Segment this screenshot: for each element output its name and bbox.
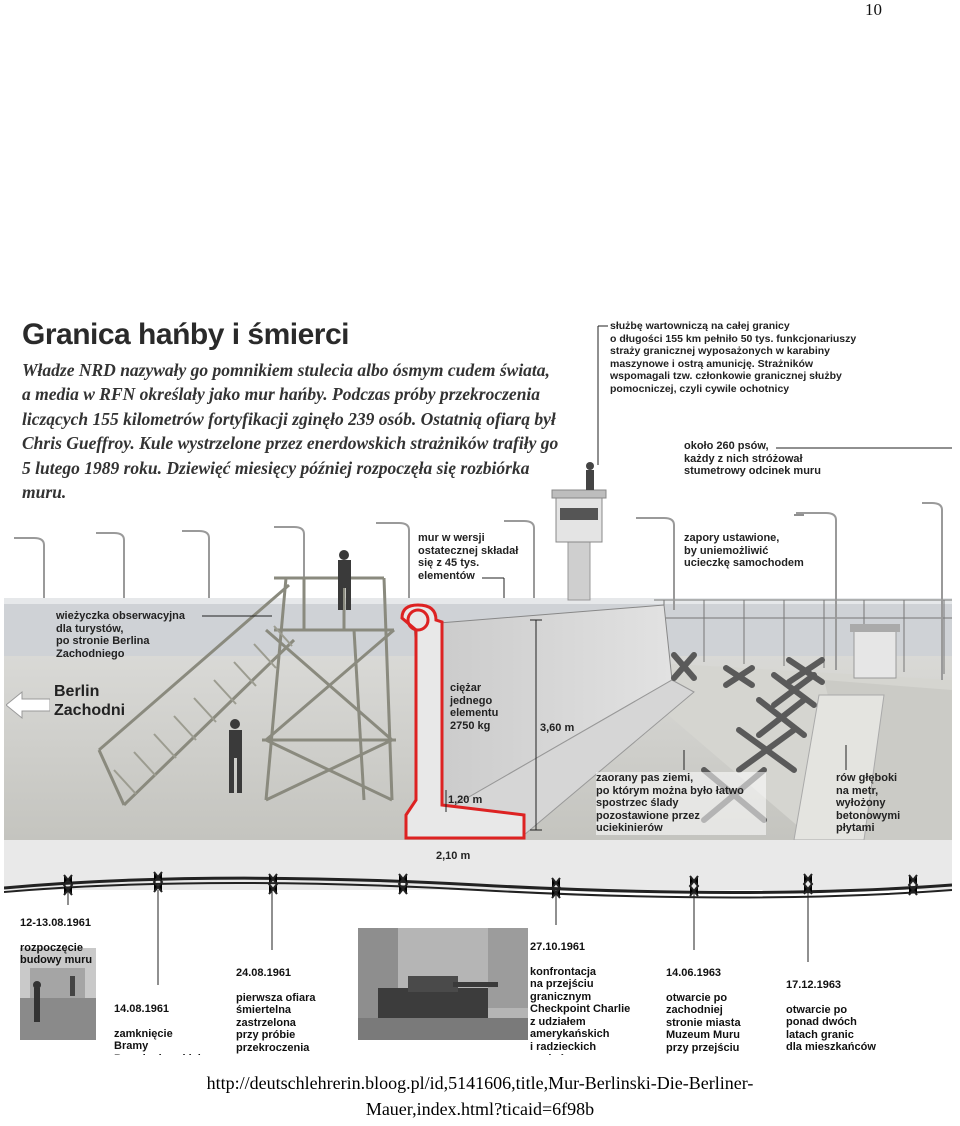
timeline-date: 12-13.08.1961 — [20, 916, 91, 929]
annotation-base-width: 2,10 m — [436, 850, 471, 862]
annotation-tower: wieżyczka obserwacyjna dla turystów, po … — [56, 610, 186, 660]
annotation-strip: zaorany pas ziemi, po którym można było … — [596, 772, 766, 835]
timeline-date: 14.06.1963 — [666, 966, 722, 979]
source-url[interactable]: http://deutschlehrerin.bloog.pl/id,51416… — [0, 1070, 960, 1122]
timeline-item: 27.10.1961 konfrontacja na przejściu gra… — [530, 928, 650, 1056]
photo-checkpoint-tanks — [358, 928, 528, 1040]
page-number: 10 — [865, 0, 882, 19]
annotation-height: 3,60 m — [540, 722, 575, 734]
timeline-item: 12-13.08.1961 rozpoczęcie budowy muru — [20, 904, 120, 967]
annotation-dogs: około 260 psów, każdy z nich stróżował s… — [684, 440, 821, 477]
timeline-item: 24.08.1961 pierwsza ofiara śmiertelna za… — [236, 954, 346, 1056]
timeline-date: 27.10.1961 — [530, 940, 586, 953]
annotation-wall-elements: mur w wersji ostatecznej składał się z 4… — [418, 532, 519, 582]
timeline-text: pierwsza ofiara śmiertelna zastrzelona p… — [236, 991, 316, 1056]
source-url-line2[interactable]: Mauer,index.html?ticaid=6f98b — [365, 1099, 595, 1119]
timeline-item: 14.06.1963 otwarcie po zachodniej stroni… — [666, 954, 786, 1056]
arrow-left-icon — [6, 690, 50, 720]
photo-wall-construction — [20, 948, 96, 1040]
source-url-line1[interactable]: http://deutschlehrerin.bloog.pl/id,51416… — [206, 1073, 754, 1093]
timeline-date: 14.08.1961 — [114, 1002, 170, 1015]
timeline-text: zamknięcie Bramy Brandenburskiej — [114, 1027, 201, 1056]
timeline-text: otwarcie po ponad dwóch latach granic dl… — [786, 1003, 876, 1056]
timeline-item: 14.08.1961 zamknięcie Bramy Brandenbursk… — [114, 990, 224, 1056]
annotation-guards: służbę wartowniczą na całej granicy o dł… — [610, 320, 857, 395]
timeline-text: rozpoczęcie budowy muru — [20, 941, 93, 967]
infographic-intro: Władze NRD nazywały go pomnikiem stuleci… — [22, 360, 559, 503]
timeline-date: 24.08.1961 — [236, 966, 292, 979]
annotation-base-height: 1,20 m — [448, 794, 483, 806]
berlin-wall-infographic: Granica hańby i śmierci Władze NRD nazyw… — [4, 300, 952, 1055]
timeline-text: otwarcie po zachodniej stronie miasta Mu… — [666, 991, 766, 1056]
annotation-barriers: zapory ustawione, by uniemożliwić uciecz… — [684, 532, 804, 569]
timeline-text: konfrontacja na przejściu granicznym Che… — [530, 965, 631, 1056]
annotation-ditch: rów głęboki na metr, wyłożony betonowymi… — [836, 772, 901, 834]
timeline-date: 17.12.1963 — [786, 978, 842, 991]
berlin-west-label: Berlin Zachodni — [54, 683, 126, 719]
infographic-title: Granica hańby i śmierci — [22, 318, 349, 351]
annotation-weight: ciężar jednego elementu 2750 kg — [450, 682, 499, 732]
wall-illustration — [4, 325, 952, 985]
timeline-item: 17.12.1963 otwarcie po ponad dwóch latac… — [786, 966, 906, 1056]
